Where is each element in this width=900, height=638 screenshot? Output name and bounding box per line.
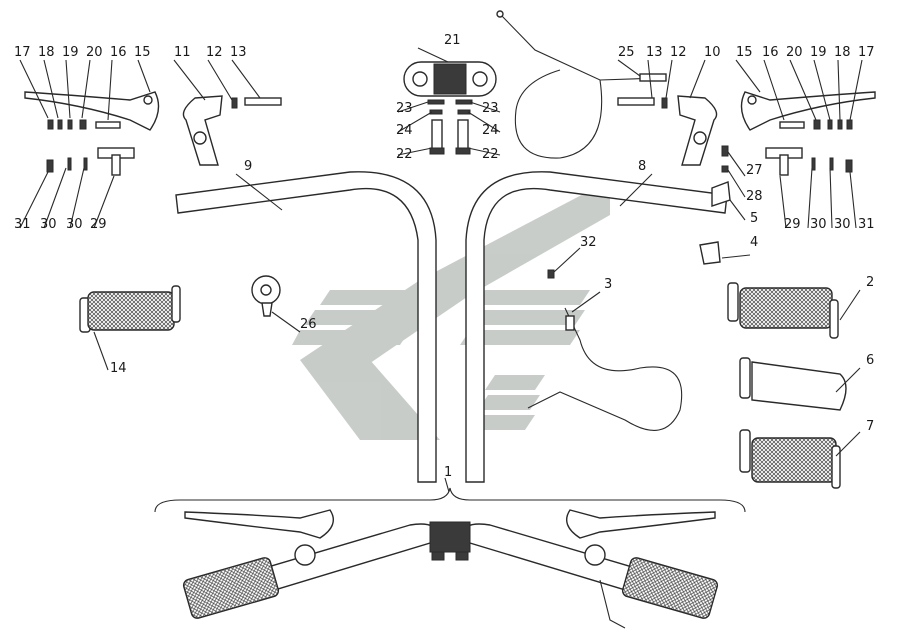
label-10: 10 — [704, 45, 721, 60]
handlebar-left-half — [175, 171, 437, 483]
label-11: 11 — [174, 45, 191, 60]
label-18-left: 18 — [38, 45, 55, 60]
label-30b-right: 30 — [834, 217, 851, 232]
bolts-22 — [427, 99, 473, 155]
label-24-right: 24 — [482, 123, 499, 138]
brake-cable — [527, 307, 683, 431]
brand-logo-watermark — [292, 180, 610, 440]
label-5: 5 — [750, 211, 758, 226]
label-8: 8 — [638, 159, 646, 174]
label-32: 32 — [580, 235, 597, 250]
grip-7 — [739, 429, 841, 489]
handlebar-right-half — [465, 171, 728, 483]
label-27: 27 — [746, 163, 763, 178]
throttle-cable — [496, 10, 667, 159]
leader-lines — [19, 47, 863, 493]
label-13-left: 13 — [230, 45, 247, 60]
bracket-left-11 — [182, 95, 223, 166]
clamp-21 — [403, 61, 497, 97]
part-number-labels: 17 18 19 20 16 15 11 12 13 21 23 24 22 2… — [14, 33, 875, 480]
grip-2 — [727, 282, 839, 339]
pins-29-31 — [46, 147, 853, 176]
label-22-left: 22 — [396, 147, 413, 162]
label-14: 14 — [110, 361, 127, 376]
label-1: 1 — [444, 465, 452, 480]
grip-14 — [79, 285, 181, 333]
label-31-right: 31 — [858, 217, 875, 232]
label-4: 4 — [750, 235, 758, 250]
label-30a-right: 30 — [810, 217, 827, 232]
label-3: 3 — [604, 277, 612, 292]
label-31-left: 31 — [14, 217, 31, 232]
label-20-left: 20 — [86, 45, 103, 60]
assembled-handlebar — [154, 487, 746, 629]
label-24-left: 24 — [396, 123, 413, 138]
label-19-right: 19 — [810, 45, 827, 60]
label-29-left: 29 — [90, 217, 107, 232]
label-20-right: 20 — [786, 45, 803, 60]
label-17-right: 17 — [858, 45, 875, 60]
label-23-left: 23 — [396, 101, 413, 116]
label-18-right: 18 — [834, 45, 851, 60]
label-12-left: 12 — [206, 45, 223, 60]
label-22-right: 22 — [482, 147, 499, 162]
label-15-right: 15 — [736, 45, 753, 60]
label-25: 25 — [618, 45, 635, 60]
label-16-right: 16 — [762, 45, 779, 60]
grip-6 — [739, 357, 847, 411]
screws-13-12 — [231, 97, 668, 109]
label-21: 21 — [444, 33, 461, 48]
label-26: 26 — [300, 317, 317, 332]
small-parts-right — [547, 145, 731, 279]
label-28: 28 — [746, 189, 763, 204]
label-9: 9 — [244, 159, 252, 174]
label-16-left: 16 — [110, 45, 127, 60]
label-29-right: 29 — [784, 217, 801, 232]
bracket-right-10 — [677, 95, 718, 166]
label-2: 2 — [866, 275, 874, 290]
label-23-right: 23 — [482, 101, 499, 116]
label-19-left: 19 — [62, 45, 79, 60]
label-30b-left: 30 — [66, 217, 83, 232]
label-15-left: 15 — [134, 45, 151, 60]
bell-26 — [251, 275, 281, 317]
label-17-left: 17 — [14, 45, 31, 60]
lever-right-15 — [740, 91, 876, 131]
label-6: 6 — [866, 353, 874, 368]
label-13-right: 13 — [646, 45, 663, 60]
label-30a-left: 30 — [40, 217, 57, 232]
label-7: 7 — [866, 419, 874, 434]
label-12-right: 12 — [670, 45, 687, 60]
